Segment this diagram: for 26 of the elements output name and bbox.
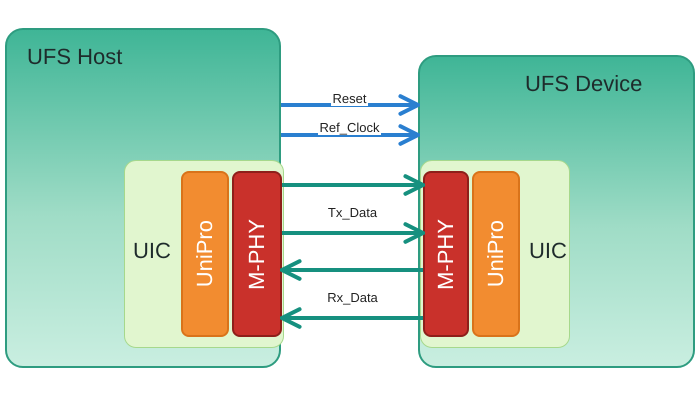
edge-label: Rx_Data (325, 290, 380, 305)
layer-block (472, 171, 520, 337)
arrow (282, 222, 425, 244)
box-title: UIC (133, 238, 171, 264)
interface-box (420, 160, 570, 348)
arrow (281, 94, 420, 116)
device-box (418, 55, 695, 368)
edge-label: Ref_Clock (318, 120, 382, 135)
box-title: UIC (529, 238, 567, 264)
arrow (282, 174, 425, 196)
edge-label: Reset (330, 91, 368, 106)
edge-label: Tx_Data (326, 205, 380, 220)
device-box (5, 28, 281, 368)
layer-label: M-PHY (244, 218, 270, 290)
arrow (281, 124, 420, 146)
interface-box (124, 160, 284, 348)
arrow (280, 259, 423, 281)
layer-label: M-PHY (433, 218, 459, 290)
arrow (280, 307, 423, 329)
box-title: UFS Device (525, 71, 642, 97)
layer-block (423, 171, 469, 337)
layer-block (232, 171, 282, 337)
layer-block (181, 171, 229, 337)
box-title: UFS Host (27, 44, 122, 70)
layer-label: UniPro (192, 220, 218, 288)
layer-label: UniPro (483, 220, 509, 288)
